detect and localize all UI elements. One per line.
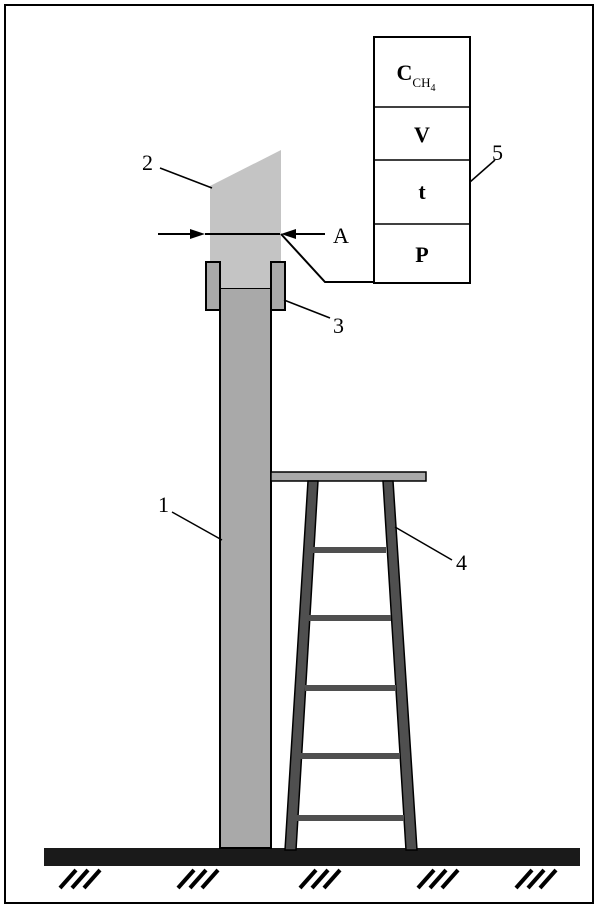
ladder — [270, 471, 427, 851]
ground — [44, 848, 580, 890]
ladder-rung — [300, 753, 400, 759]
ladder-rung — [309, 615, 391, 621]
ladder-right-leg — [382, 480, 418, 851]
leader-lines — [159, 159, 496, 561]
ladder-rung — [305, 685, 396, 691]
meter-cell-pressure: P — [415, 242, 428, 267]
label-pipe: 1 — [158, 492, 169, 517]
label-section-a: A — [333, 223, 349, 248]
ladder-top — [270, 471, 427, 482]
meter-box: CCH4 V t P — [373, 36, 471, 284]
ground-hatching — [58, 868, 558, 890]
ladder-rung — [313, 547, 386, 553]
label-meter: 5 — [492, 140, 503, 165]
meter-cell-velocity: V — [414, 122, 430, 147]
pipe — [219, 287, 272, 849]
label-nozzle: 2 — [142, 150, 153, 175]
label-clamp: 3 — [333, 313, 344, 338]
meter-cell-concentration: CCH4 — [397, 60, 436, 94]
ladder-rung — [296, 815, 404, 821]
clamp — [205, 261, 286, 311]
label-ladder: 4 — [456, 550, 467, 575]
section-a-marker — [158, 229, 375, 283]
ladder-left-leg — [284, 480, 319, 851]
nozzle — [210, 150, 281, 288]
meter-cell-temperature: t — [418, 179, 426, 204]
